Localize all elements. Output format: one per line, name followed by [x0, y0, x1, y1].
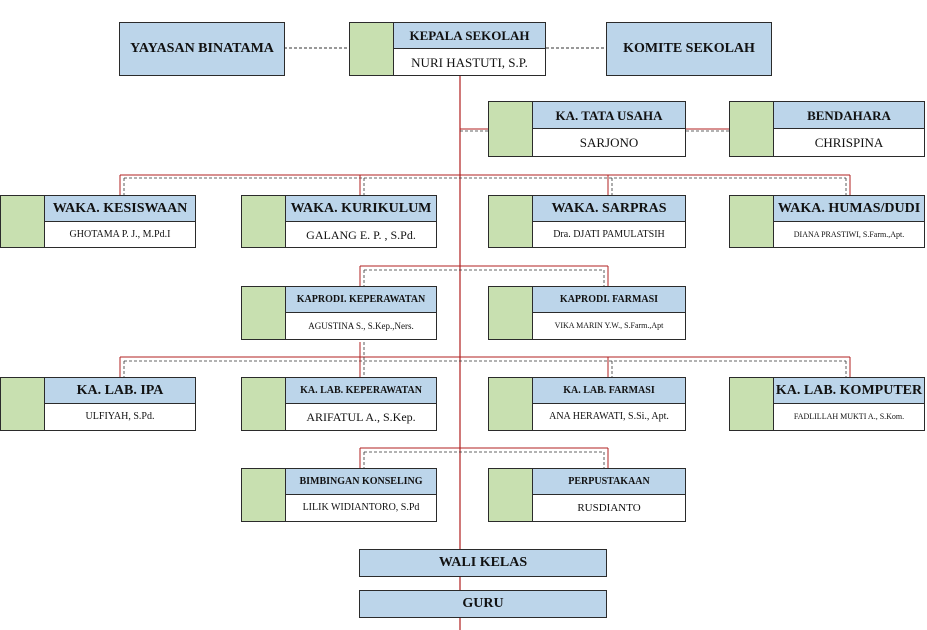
- waka-kurikulum-name-box: GALANG E. P. , S.Pd.: [285, 221, 437, 248]
- waka-sarpras-name-box: Dra. DJATI PAMULATSIH: [532, 221, 686, 248]
- homeroom-box: WALI KELAS: [359, 549, 607, 577]
- library-name-box: RUSDIANTO: [532, 494, 686, 522]
- waka-humas-name: DIANA PRASTIWI, S.Farm.,Apt.: [793, 229, 905, 239]
- kaprodi-farmasi-title-box: KAPRODI. FARMASI: [532, 286, 686, 313]
- waka-sarpras-name: Dra. DJATI PAMULATSIH: [553, 228, 665, 240]
- admin-marker: [488, 101, 533, 157]
- kaprodi-keperawatan-title: KAPRODI. KEPERAWATAN: [296, 293, 426, 305]
- admin-title: KA. TATA USAHA: [555, 107, 663, 123]
- lab-farmasi-marker: [488, 377, 533, 431]
- lab-farmasi-title-box: KA. LAB. FARMASI: [532, 377, 686, 404]
- admin-unit: KA. TATA USAHA SARJONO: [488, 101, 686, 157]
- lab-komputer-unit: KA. LAB. KOMPUTER FADLILLAH MUKTI A., S.…: [729, 377, 925, 431]
- headmaster-marker: [349, 22, 394, 76]
- bk-name: LILIK WIDIANTORO, S.Pd: [302, 502, 420, 513]
- headmaster-name: NURI HASTUTI, S.P.: [411, 54, 528, 70]
- waka-kurikulum-title: WAKA. KURIKULUM: [290, 200, 432, 216]
- lab-ipa-title: KA. LAB. IPA: [76, 382, 164, 398]
- bk-name-box: LILIK WIDIANTORO, S.Pd: [285, 494, 437, 522]
- foundation-title: YAYASAN BINATAMA: [130, 41, 274, 56]
- lab-ipa-unit: KA. LAB. IPA ULFIYAH, S.Pd.: [0, 377, 196, 431]
- waka-sarpras-marker: [488, 195, 533, 248]
- waka-sarpras-title: WAKA. SARPRAS: [551, 200, 667, 216]
- waka-humas-title: WAKA. HUMAS/DUDI: [777, 200, 921, 216]
- kaprodi-keperawatan-unit: KAPRODI. KEPERAWATAN AGUSTINA S., S.Kep.…: [241, 286, 437, 340]
- treasurer-title-box: BENDAHARA: [773, 101, 925, 129]
- lab-ipa-name-box: ULFIYAH, S.Pd.: [44, 403, 196, 431]
- lab-keperawatan-marker: [241, 377, 286, 431]
- admin-name-box: SARJONO: [532, 128, 686, 157]
- treasurer-name-box: CHRISPINA: [773, 128, 925, 157]
- waka-sarpras-title-box: WAKA. SARPRAS: [532, 195, 686, 222]
- treasurer-marker: [729, 101, 774, 157]
- lab-farmasi-unit: KA. LAB. FARMASI ANA HERAWATI, S.Si., Ap…: [488, 377, 686, 431]
- kaprodi-farmasi-name-box: VIKA MARIN Y.W., S.Farm.,Apt: [532, 312, 686, 340]
- lab-keperawatan-name-box: ARIFATUL A., S.Kep.: [285, 403, 437, 431]
- headmaster-name-box: NURI HASTUTI, S.P.: [393, 48, 546, 76]
- waka-kesiswaan-unit: WAKA. KESISWAAN GHOTAMA P. J., M.Pd.I: [0, 195, 196, 248]
- lab-farmasi-name: ANA HERAWATI, S.Si., Apt.: [549, 411, 669, 422]
- waka-humas-name-box: DIANA PRASTIWI, S.Farm.,Apt.: [773, 221, 925, 248]
- admin-title-box: KA. TATA USAHA: [532, 101, 686, 129]
- teachers-box: GURU: [359, 590, 607, 618]
- lab-keperawatan-title-box: KA. LAB. KEPERAWATAN: [285, 377, 437, 404]
- waka-humas-marker: [729, 195, 774, 248]
- kaprodi-keperawatan-name: AGUSTINA S., S.Kep.,Ners.: [308, 320, 414, 331]
- waka-humas-unit: WAKA. HUMAS/DUDI DIANA PRASTIWI, S.Farm.…: [729, 195, 925, 248]
- library-title-box: PERPUSTAKAAN: [532, 468, 686, 495]
- waka-kurikulum-unit: WAKA. KURIKULUM GALANG E. P. , S.Pd.: [241, 195, 437, 248]
- committee-box: KOMITE SEKOLAH: [606, 22, 772, 76]
- committee-title: KOMITE SEKOLAH: [623, 41, 755, 56]
- lab-keperawatan-unit: KA. LAB. KEPERAWATAN ARIFATUL A., S.Kep.: [241, 377, 437, 431]
- lab-komputer-title: KA. LAB. KOMPUTER: [775, 382, 923, 398]
- waka-kesiswaan-title: WAKA. KESISWAAN: [52, 200, 188, 216]
- waka-kurikulum-marker: [241, 195, 286, 248]
- kaprodi-keperawatan-marker: [241, 286, 286, 340]
- headmaster-title-box: KEPALA SEKOLAH: [393, 22, 546, 49]
- admin-name: SARJONO: [579, 135, 639, 150]
- treasurer-name: CHRISPINA: [814, 135, 884, 150]
- waka-kesiswaan-marker: [0, 195, 45, 248]
- bk-title: BIMBINGAN KONSELING: [299, 475, 423, 487]
- waka-kurikulum-title-box: WAKA. KURIKULUM: [285, 195, 437, 222]
- kaprodi-farmasi-unit: KAPRODI. FARMASI VIKA MARIN Y.W., S.Farm…: [488, 286, 686, 340]
- waka-kurikulum-name: GALANG E. P. , S.Pd.: [306, 227, 416, 242]
- treasurer-unit: BENDAHARA CHRISPINA: [729, 101, 925, 157]
- lab-ipa-name: ULFIYAH, S.Pd.: [85, 411, 155, 422]
- kaprodi-farmasi-marker: [488, 286, 533, 340]
- waka-humas-title-box: WAKA. HUMAS/DUDI: [773, 195, 925, 222]
- lab-komputer-marker: [729, 377, 774, 431]
- lab-komputer-name-box: FADLILLAH MUKTI A., S.Kom.: [773, 403, 925, 431]
- bk-unit: BIMBINGAN KONSELING LILIK WIDIANTORO, S.…: [241, 468, 437, 522]
- kaprodi-keperawatan-title-box: KAPRODI. KEPERAWATAN: [285, 286, 437, 313]
- lab-komputer-title-box: KA. LAB. KOMPUTER: [773, 377, 925, 404]
- foundation-box: YAYASAN BINATAMA: [119, 22, 285, 76]
- treasurer-title: BENDAHARA: [807, 107, 891, 123]
- bk-title-box: BIMBINGAN KONSELING: [285, 468, 437, 495]
- lab-farmasi-title: KA. LAB. FARMASI: [563, 384, 655, 396]
- waka-kesiswaan-name-box: GHOTAMA P. J., M.Pd.I: [44, 221, 196, 248]
- homeroom-title: WALI KELAS: [438, 555, 528, 570]
- headmaster-unit: KEPALA SEKOLAH NURI HASTUTI, S.P.: [349, 22, 546, 76]
- library-marker: [488, 468, 533, 522]
- lab-farmasi-name-box: ANA HERAWATI, S.Si., Apt.: [532, 403, 686, 431]
- lab-keperawatan-name: ARIFATUL A., S.Kep.: [306, 410, 416, 424]
- library-unit: PERPUSTAKAAN RUSDIANTO: [488, 468, 686, 522]
- bk-marker: [241, 468, 286, 522]
- lab-komputer-name: FADLILLAH MUKTI A., S.Kom.: [793, 412, 905, 421]
- teachers-title: GURU: [462, 596, 504, 611]
- kaprodi-farmasi-name: VIKA MARIN Y.W., S.Farm.,Apt: [554, 321, 664, 330]
- kaprodi-farmasi-title: KAPRODI. FARMASI: [559, 293, 659, 305]
- waka-kesiswaan-title-box: WAKA. KESISWAAN: [44, 195, 196, 222]
- waka-kesiswaan-name: GHOTAMA P. J., M.Pd.I: [69, 228, 171, 240]
- waka-sarpras-unit: WAKA. SARPRAS Dra. DJATI PAMULATSIH: [488, 195, 686, 248]
- library-name: RUSDIANTO: [577, 501, 641, 514]
- kaprodi-keperawatan-name-box: AGUSTINA S., S.Kep.,Ners.: [285, 312, 437, 340]
- headmaster-title: KEPALA SEKOLAH: [409, 28, 530, 43]
- lab-ipa-title-box: KA. LAB. IPA: [44, 377, 196, 404]
- lab-ipa-marker: [0, 377, 45, 431]
- library-title: PERPUSTAKAAN: [568, 475, 650, 487]
- lab-keperawatan-title: KA. LAB. KEPERAWATAN: [300, 384, 422, 396]
